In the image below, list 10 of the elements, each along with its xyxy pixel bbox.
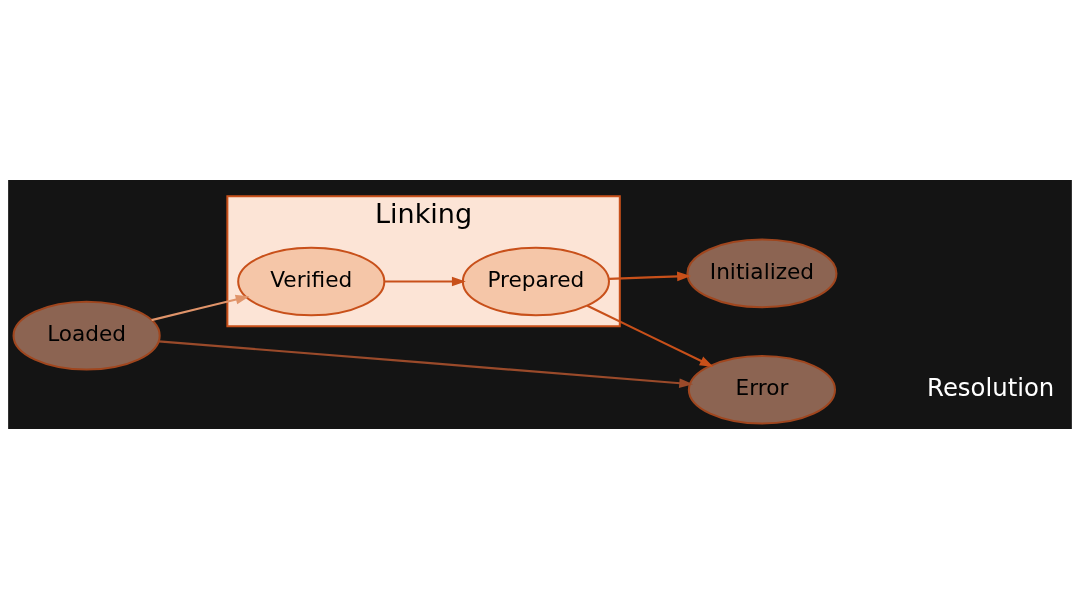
arrow: [151, 294, 250, 321]
node-ellipse: Loaded: [12, 300, 161, 370]
node-ellipse: Verified: [237, 246, 386, 316]
node-ellipse: Initialized: [686, 238, 838, 308]
arrow: [384, 276, 466, 286]
arrow: [609, 271, 691, 281]
arrow: [158, 339, 694, 388]
label: Resolution: [927, 372, 1055, 402]
arrow: [586, 304, 714, 367]
node-ellipse: Prepared: [461, 246, 610, 316]
